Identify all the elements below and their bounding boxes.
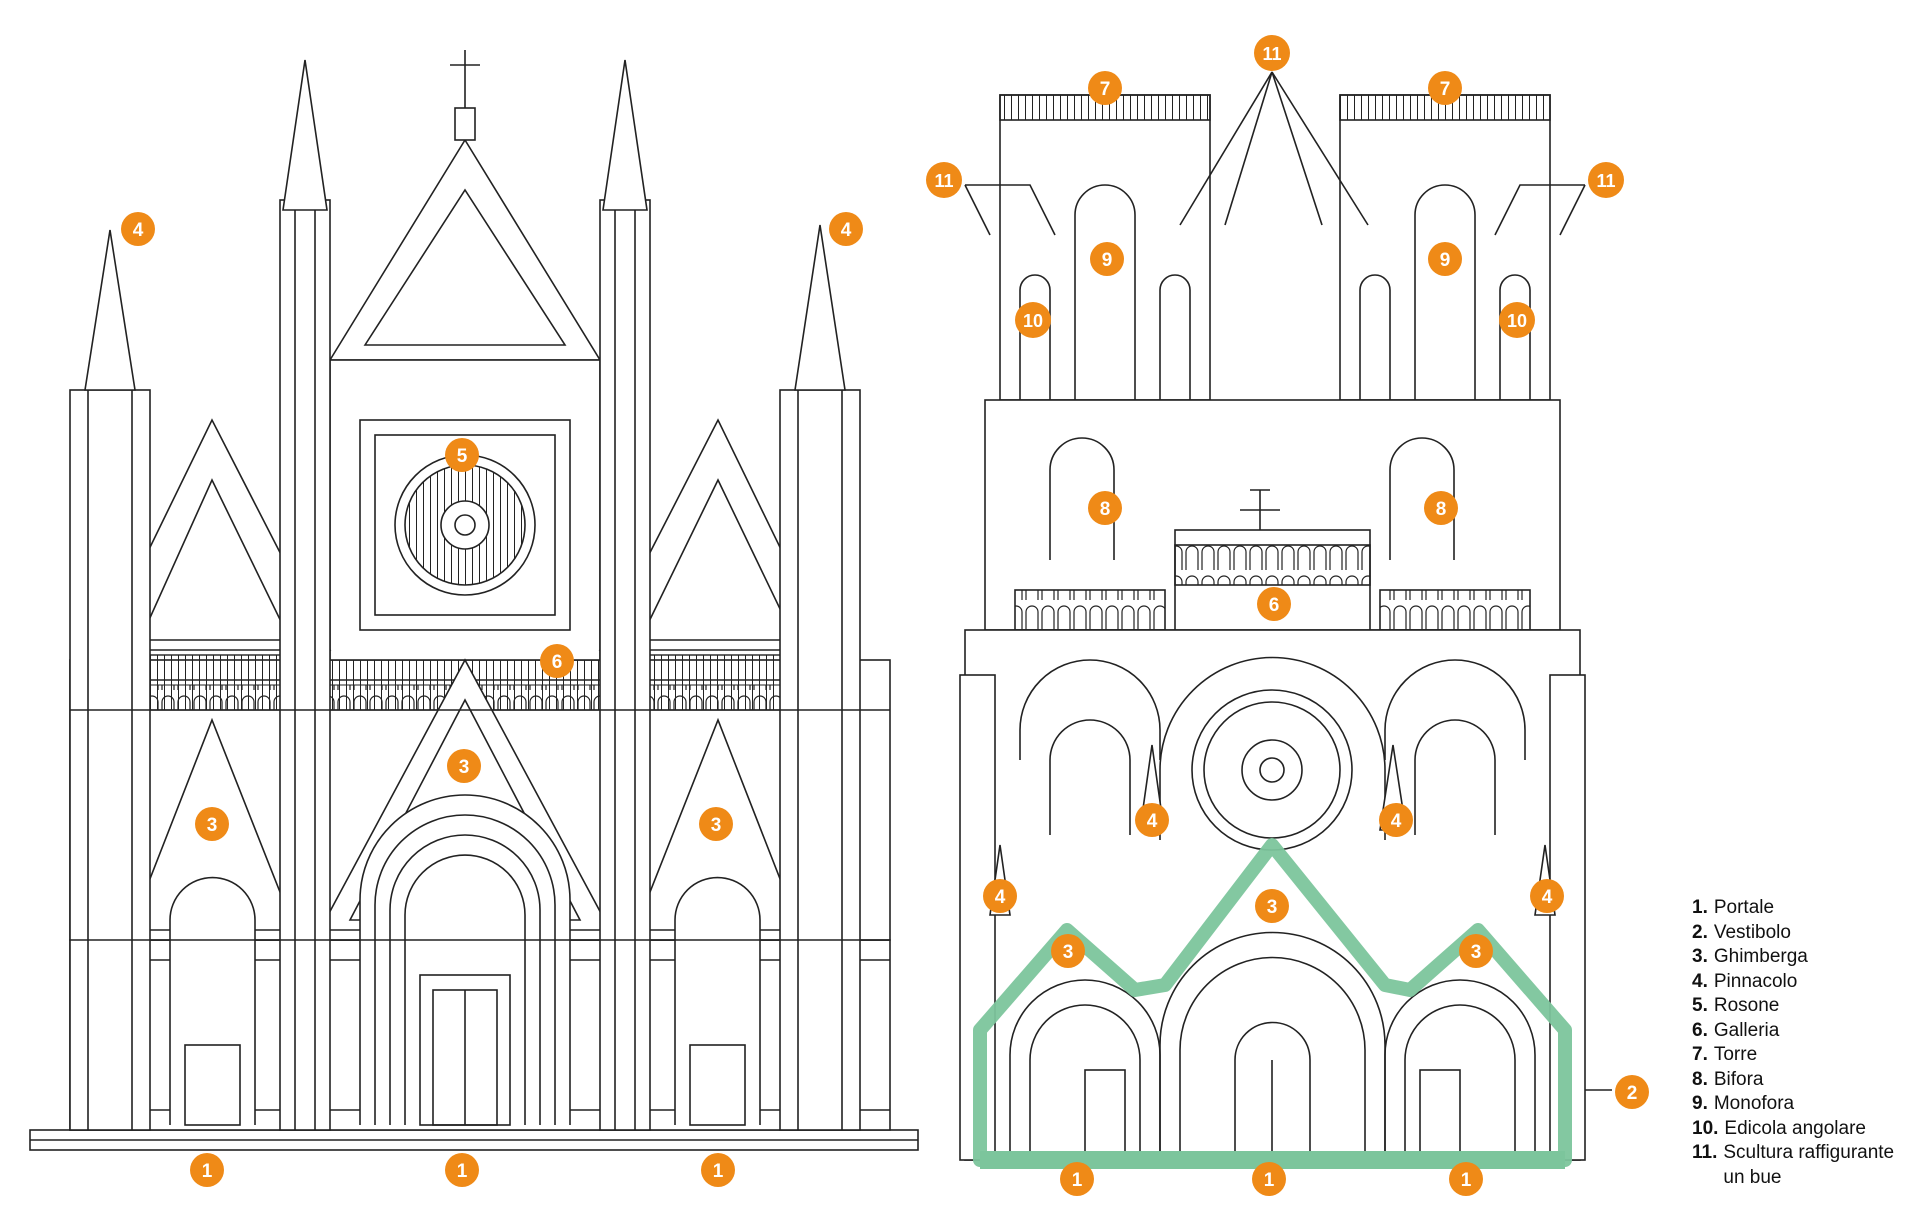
leader-lines	[964, 71, 1612, 1091]
marker-ghimberga-left-1: 3	[447, 749, 481, 783]
marker-vestibolo: 2	[1615, 1075, 1649, 1109]
svg-text:3: 3	[1471, 942, 1482, 963]
marker-rosone: 5	[445, 438, 479, 472]
svg-text:6: 6	[1269, 595, 1280, 616]
marker-bifora-1: 8	[1088, 491, 1122, 525]
svg-text:4: 4	[995, 887, 1006, 908]
marker-pinnacolo-right-2: 4	[1379, 803, 1413, 837]
svg-text:11: 11	[1262, 44, 1281, 64]
marker-monofora-2: 9	[1428, 242, 1462, 276]
marker-pinnacolo-right-4: 4	[1530, 879, 1564, 913]
marker-galleria-left: 6	[540, 644, 574, 678]
svg-text:3: 3	[1063, 942, 1074, 963]
svg-text:1: 1	[202, 1161, 213, 1182]
marker-pinnacolo-left-2: 4	[829, 212, 863, 246]
marker-portale-right-3: 1	[1449, 1162, 1483, 1196]
legend-item: 2.Vestibolo	[1692, 921, 1791, 943]
marker-portale-left-2: 1	[445, 1153, 479, 1187]
marker-portale-right-2: 1	[1252, 1162, 1286, 1196]
svg-text:1: 1	[457, 1161, 468, 1182]
svg-text:4: 4	[1391, 811, 1402, 832]
marker-monofora-1: 9	[1090, 242, 1124, 276]
svg-text:8: 8	[1100, 499, 1111, 520]
svg-text:1: 1	[1072, 1170, 1083, 1191]
legend-item: 5.Rosone	[1692, 995, 1780, 1016]
legend-item: 9.Monofora	[1692, 1093, 1795, 1114]
legend-item: 1.Portale	[1692, 897, 1775, 918]
marker-torre-1: 7	[1088, 71, 1122, 105]
marker-portale-left-1: 1	[190, 1153, 224, 1187]
svg-text:8: 8	[1436, 499, 1447, 520]
legend: 1.Portale 2.Vestibolo 3.Ghimberga 4.Pinn…	[1692, 896, 1912, 1190]
marker-bifora-2: 8	[1424, 491, 1458, 525]
svg-text:7: 7	[1440, 79, 1451, 100]
marker-pinnacolo-left-1: 4	[121, 212, 155, 246]
svg-text:4: 4	[841, 220, 852, 241]
marker-edicola-2: 10	[1499, 302, 1535, 338]
marker-scultura-top: 11	[1254, 35, 1290, 71]
marker-scultura-right: 11	[1588, 162, 1624, 198]
legend-item: 10.Edicola angolare	[1692, 1117, 1866, 1139]
svg-text:7: 7	[1100, 79, 1111, 100]
svg-text:11: 11	[934, 171, 953, 191]
marker-scultura-left: 11	[926, 162, 962, 198]
svg-text:1: 1	[713, 1161, 724, 1182]
marker-pinnacolo-right-3: 4	[983, 879, 1017, 913]
legend-item: 6.Galleria	[1692, 1019, 1780, 1041]
left-facade	[29, 50, 919, 1151]
marker-ghimberga-left-3: 3	[699, 807, 733, 841]
legend-item: 3.Ghimberga	[1692, 946, 1808, 967]
svg-text:5: 5	[457, 446, 468, 467]
svg-text:11: 11	[1596, 171, 1615, 191]
legend-item: 7.Torre	[1692, 1044, 1758, 1065]
svg-text:3: 3	[207, 815, 218, 836]
markers: 1 1 1 4 4 5 6 3 3 3 11 11 11 7 7 9 9 10 …	[121, 35, 1649, 1196]
marker-ghimberga-right-2: 3	[1051, 934, 1085, 968]
marker-galleria-right: 6	[1257, 587, 1291, 621]
svg-text:4: 4	[1542, 887, 1553, 908]
svg-text:9: 9	[1440, 250, 1451, 271]
marker-ghimberga-right-3: 3	[1459, 934, 1493, 968]
svg-text:1: 1	[1264, 1170, 1275, 1191]
legend-item: 11.Scultura raffigurante un bue	[1692, 1142, 1895, 1188]
right-facade	[959, 94, 1586, 1161]
svg-text:4: 4	[1147, 811, 1158, 832]
svg-text:3: 3	[711, 815, 722, 836]
marker-ghimberga-right-1: 3	[1255, 889, 1289, 923]
svg-text:3: 3	[1267, 897, 1278, 918]
svg-text:9: 9	[1102, 250, 1113, 271]
marker-ghimberga-left-2: 3	[195, 807, 229, 841]
marker-edicola-1: 10	[1015, 302, 1051, 338]
svg-text:10: 10	[1507, 311, 1527, 331]
svg-text:1: 1	[1461, 1170, 1472, 1191]
svg-text:3: 3	[459, 757, 470, 778]
legend-item: 8.Bifora	[1692, 1068, 1764, 1090]
svg-text:6: 6	[552, 652, 563, 673]
legend-item: 4.Pinnacolo	[1692, 970, 1798, 992]
marker-portale-right-1: 1	[1060, 1162, 1094, 1196]
svg-text:10: 10	[1023, 311, 1043, 331]
marker-pinnacolo-right-1: 4	[1135, 803, 1169, 837]
marker-portale-left-3: 1	[701, 1153, 735, 1187]
svg-text:4: 4	[133, 220, 144, 241]
marker-torre-2: 7	[1428, 71, 1462, 105]
svg-text:2: 2	[1627, 1083, 1638, 1104]
